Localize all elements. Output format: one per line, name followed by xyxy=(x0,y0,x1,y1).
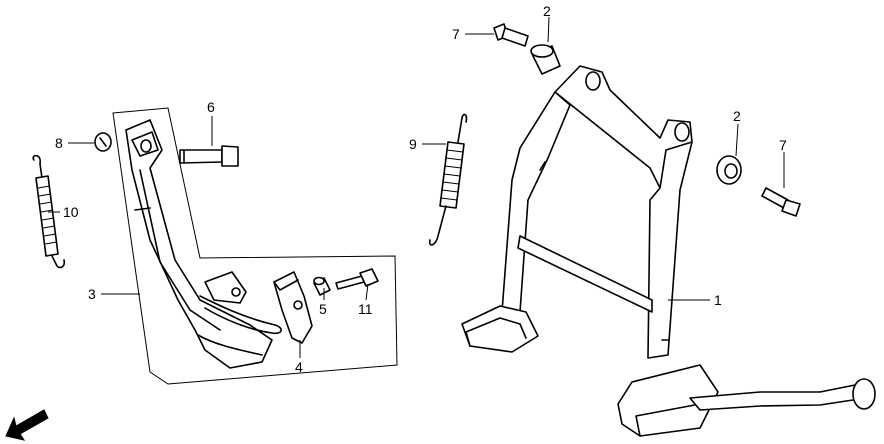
bolt-11 xyxy=(335,268,379,290)
bolt-7-top xyxy=(493,23,529,47)
callout-8: 8 xyxy=(55,135,63,151)
bolt-6 xyxy=(179,145,239,167)
side-stand-arm xyxy=(125,119,282,369)
callout-7-top: 7 xyxy=(452,26,460,42)
fwd-label: FWD xyxy=(20,411,48,434)
callout-5: 5 xyxy=(319,301,327,317)
callout-3: 3 xyxy=(88,286,96,302)
callout-6: 6 xyxy=(207,99,215,115)
callout-7-right: 7 xyxy=(779,137,787,153)
forward-arrow-icon xyxy=(5,409,49,441)
cap-2-right xyxy=(716,155,742,185)
collar-part xyxy=(313,276,331,296)
callout-11: 11 xyxy=(358,301,373,317)
side-stand-group-outline xyxy=(112,107,398,385)
callout-9: 9 xyxy=(409,136,417,152)
callout-2-top: 2 xyxy=(543,3,551,19)
leader-lines xyxy=(48,16,785,358)
callout-labels: 2 7 2 7 6 8 9 10 3 1 5 11 4 xyxy=(55,3,787,375)
callout-2-right: 2 xyxy=(733,108,741,124)
spring-10 xyxy=(32,154,66,269)
spring-9 xyxy=(428,113,468,246)
main-stand xyxy=(461,65,876,437)
callout-10: 10 xyxy=(63,204,79,220)
cap-2-top xyxy=(530,44,561,75)
forward-direction-indicator: FWD xyxy=(5,409,49,441)
bolt-7-right xyxy=(761,187,801,217)
callout-4: 4 xyxy=(295,359,303,375)
bracket-part xyxy=(273,271,313,344)
callout-1: 1 xyxy=(714,292,722,308)
cap-8 xyxy=(94,132,112,152)
